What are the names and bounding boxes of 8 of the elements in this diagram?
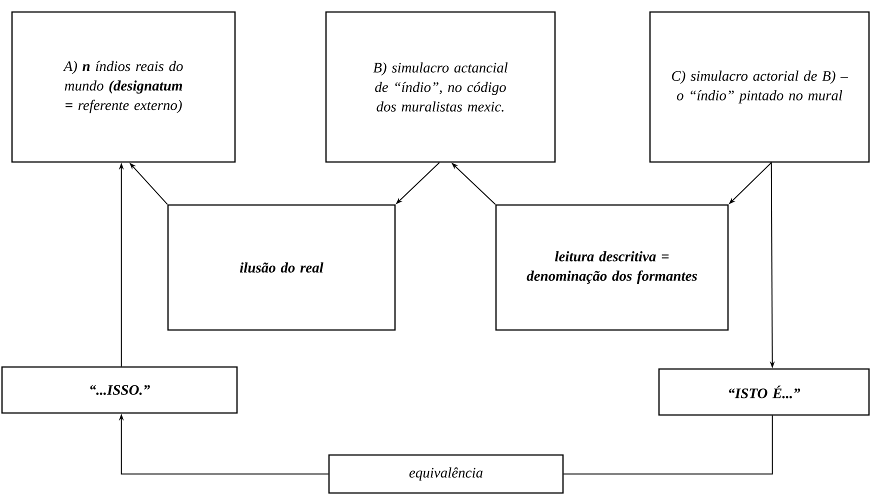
text-box: “ISTO É...” xyxy=(658,368,870,416)
text-box: B) simulacro actancial de “índio”, no código dos muralistas mexic. xyxy=(325,11,556,163)
text-box: equivalência xyxy=(328,454,564,494)
text-box: “...ISSO.” xyxy=(1,366,238,414)
text-box: C) simulacro actorial de B) – o “índio” pintado no mural xyxy=(649,11,870,163)
text-box: leitura descritiva = denominação dos formantes xyxy=(495,204,729,331)
text-box: ilusão do real xyxy=(167,204,396,331)
text-box: A) n índios reais do mundo (designatum = referente externo) xyxy=(11,11,236,163)
